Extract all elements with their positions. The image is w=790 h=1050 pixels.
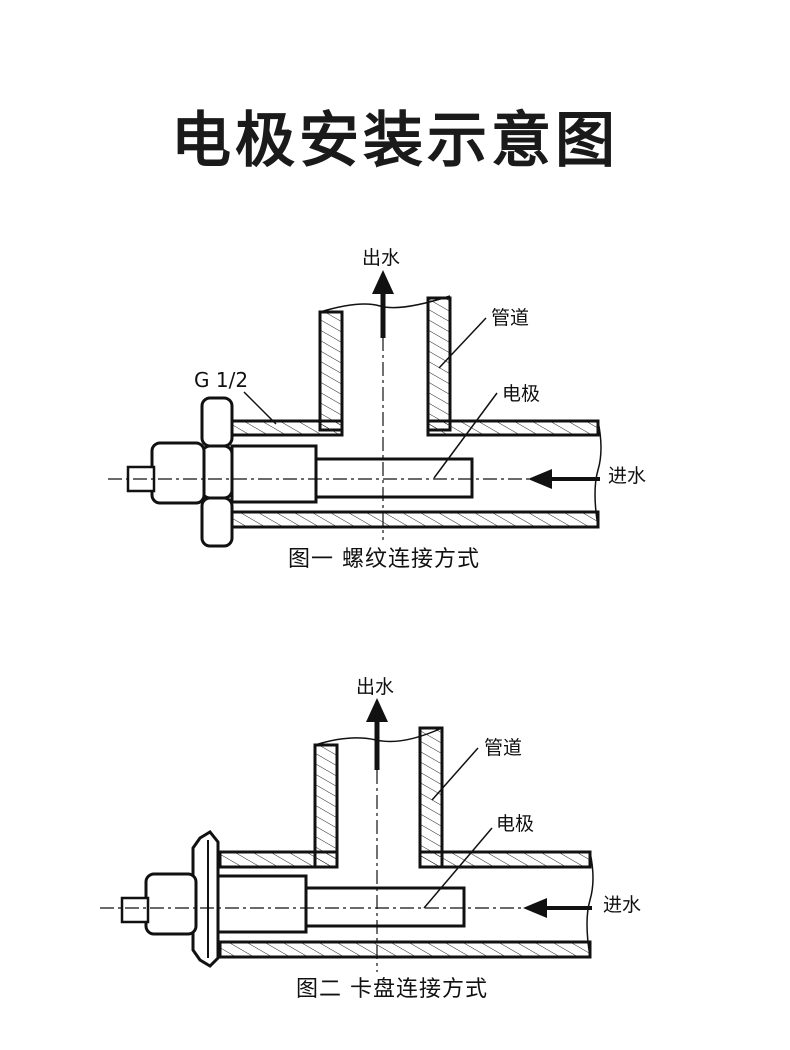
vertical-pipe-left-wall — [313, 743, 339, 869]
electrode-label: 电极 — [502, 383, 541, 405]
horizontal-pipe-break-line — [586, 851, 594, 958]
pipe-leader-line — [438, 317, 487, 369]
thread-leader-line — [243, 391, 277, 425]
vertical-pipe-right-wall — [418, 726, 444, 869]
outlet-arrow-head — [372, 270, 394, 294]
electrode-body — [216, 874, 308, 934]
figure-threaded-connection: 出水 管道 G 1/2 电极 进水 图一 螺纹连接方式 — [108, 247, 647, 572]
outlet-label: 出水 — [356, 676, 395, 698]
figure2-caption: 图二 卡盘连接方式 — [296, 977, 488, 1002]
horizontal-pipe-top-wall-right — [418, 850, 592, 869]
electrode-thread-body — [230, 444, 318, 504]
vertical-pipe-break-line — [319, 295, 451, 313]
threaded-connection-diagram — [108, 270, 602, 548]
electrode-probe — [304, 886, 466, 928]
electrode-leader-line — [423, 827, 493, 909]
pipe-label: 管道 — [491, 307, 530, 329]
inlet-label: 进水 — [603, 894, 642, 916]
electrode-probe — [314, 457, 474, 499]
page-title: 电极安装示意图 — [171, 106, 619, 176]
thread-spec-label: G 1/2 — [194, 368, 249, 392]
electrode-cap — [144, 872, 198, 936]
electrode-leader-line — [433, 392, 498, 479]
inlet-arrow-head — [523, 898, 547, 918]
outlet-label: 出水 — [362, 247, 401, 269]
inlet-label: 进水 — [608, 465, 647, 487]
electrode-terminal — [120, 896, 150, 924]
figure1-caption: 图一 螺纹连接方式 — [288, 547, 480, 572]
outlet-arrow-head — [366, 698, 388, 722]
horizontal-pipe-top-wall — [218, 850, 339, 869]
pipe-leader-line — [431, 747, 479, 801]
horizontal-pipe-top-wall-right — [426, 419, 600, 437]
horizontal-pipe-break-line — [594, 420, 602, 528]
hex-nut-bottom — [200, 496, 234, 548]
inlet-arrow-head — [528, 469, 552, 489]
electrode-label: 电极 — [496, 813, 535, 835]
horizontal-pipe-bottom-wall — [218, 940, 592, 959]
pipe-label: 管道 — [484, 737, 523, 759]
